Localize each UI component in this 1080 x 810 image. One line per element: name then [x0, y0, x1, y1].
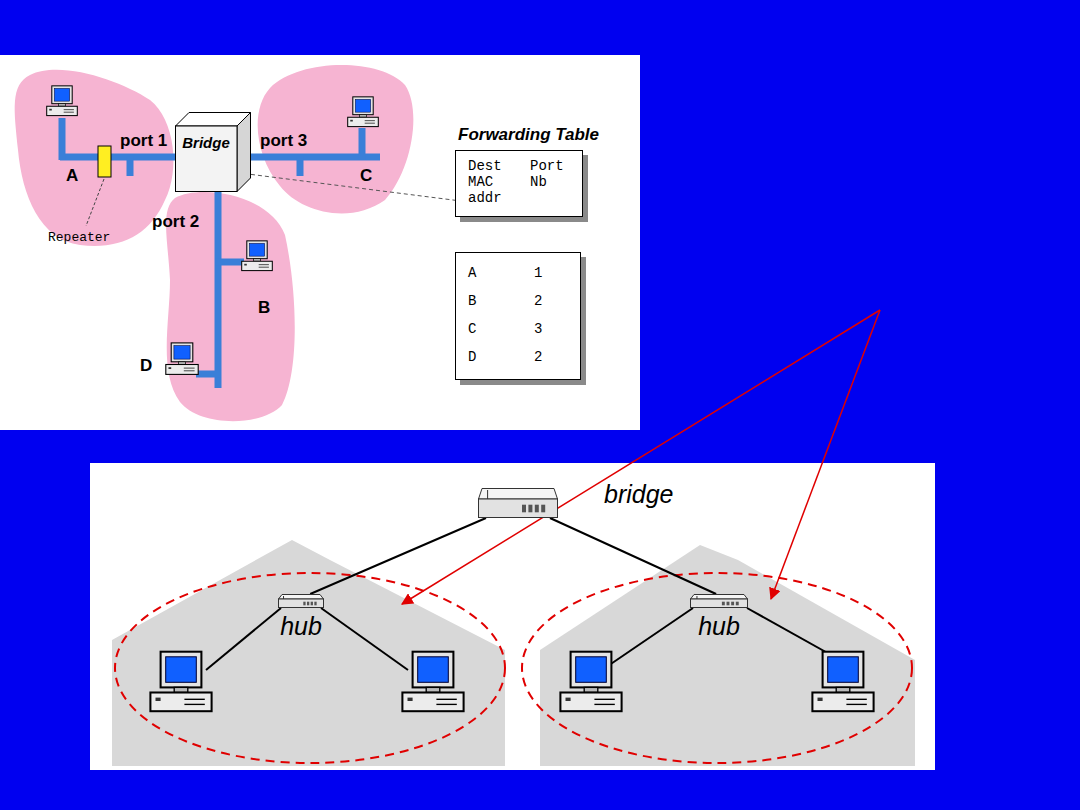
device-shape	[278, 594, 324, 608]
computer	[402, 652, 463, 712]
host-label: A	[66, 166, 78, 186]
collision-domain	[115, 573, 505, 763]
lan-area	[112, 540, 505, 766]
computer	[560, 652, 621, 712]
collision-domain	[522, 573, 912, 763]
table-cell: 3	[534, 321, 564, 337]
table-cell: Dest MAC addr	[468, 158, 508, 206]
link-line	[251, 174, 455, 200]
table-box: Forwarding TableDest MAC addrPort Nb	[455, 150, 583, 217]
part-label: Repeater	[48, 230, 110, 245]
pointer-arrow	[771, 310, 880, 599]
device-name: Bridge	[175, 134, 237, 151]
computer	[150, 652, 211, 712]
link-line	[310, 518, 486, 594]
lan-area	[540, 545, 915, 766]
device-icon: hub	[278, 594, 324, 608]
table-heading: Forwarding Table	[458, 125, 599, 145]
port-label: port 1	[120, 131, 167, 151]
device-name: bridge	[604, 480, 674, 509]
panel	[90, 463, 935, 770]
bridge-box: Bridge	[175, 112, 251, 192]
device-name: hub	[698, 612, 740, 641]
bus-wires	[60, 118, 380, 388]
table-cell: D	[468, 349, 512, 365]
segment-blob	[258, 65, 414, 213]
device-icon: bridge	[478, 488, 558, 518]
host-label: D	[140, 356, 152, 376]
table-cell: A	[468, 265, 512, 281]
host-label: C	[360, 166, 372, 186]
computer	[812, 652, 873, 712]
port-label: port 2	[152, 212, 199, 232]
table-cell: Port Nb	[530, 158, 570, 206]
leader-line	[86, 179, 104, 226]
computer	[47, 86, 78, 116]
pointer-arrow	[402, 310, 880, 604]
table-cell: 2	[534, 349, 564, 365]
computer	[242, 241, 273, 271]
host-label: B	[258, 298, 270, 318]
table-cell: 2	[534, 293, 564, 309]
device-shape	[478, 488, 558, 518]
table-cell: B	[468, 293, 512, 309]
device-name: hub	[280, 612, 322, 641]
computer	[166, 343, 198, 375]
device-icon: hub	[690, 594, 748, 608]
repeater-symbol	[98, 146, 111, 177]
computer	[348, 97, 379, 127]
bridge-shape	[175, 112, 251, 192]
device-shape	[690, 594, 748, 608]
table-cell: C	[468, 321, 512, 337]
port-label: port 3	[260, 131, 307, 151]
link-line	[550, 518, 716, 594]
table-cell: 1	[534, 265, 564, 281]
panel	[0, 55, 640, 430]
table-box: A1B2C3D2	[455, 252, 581, 380]
